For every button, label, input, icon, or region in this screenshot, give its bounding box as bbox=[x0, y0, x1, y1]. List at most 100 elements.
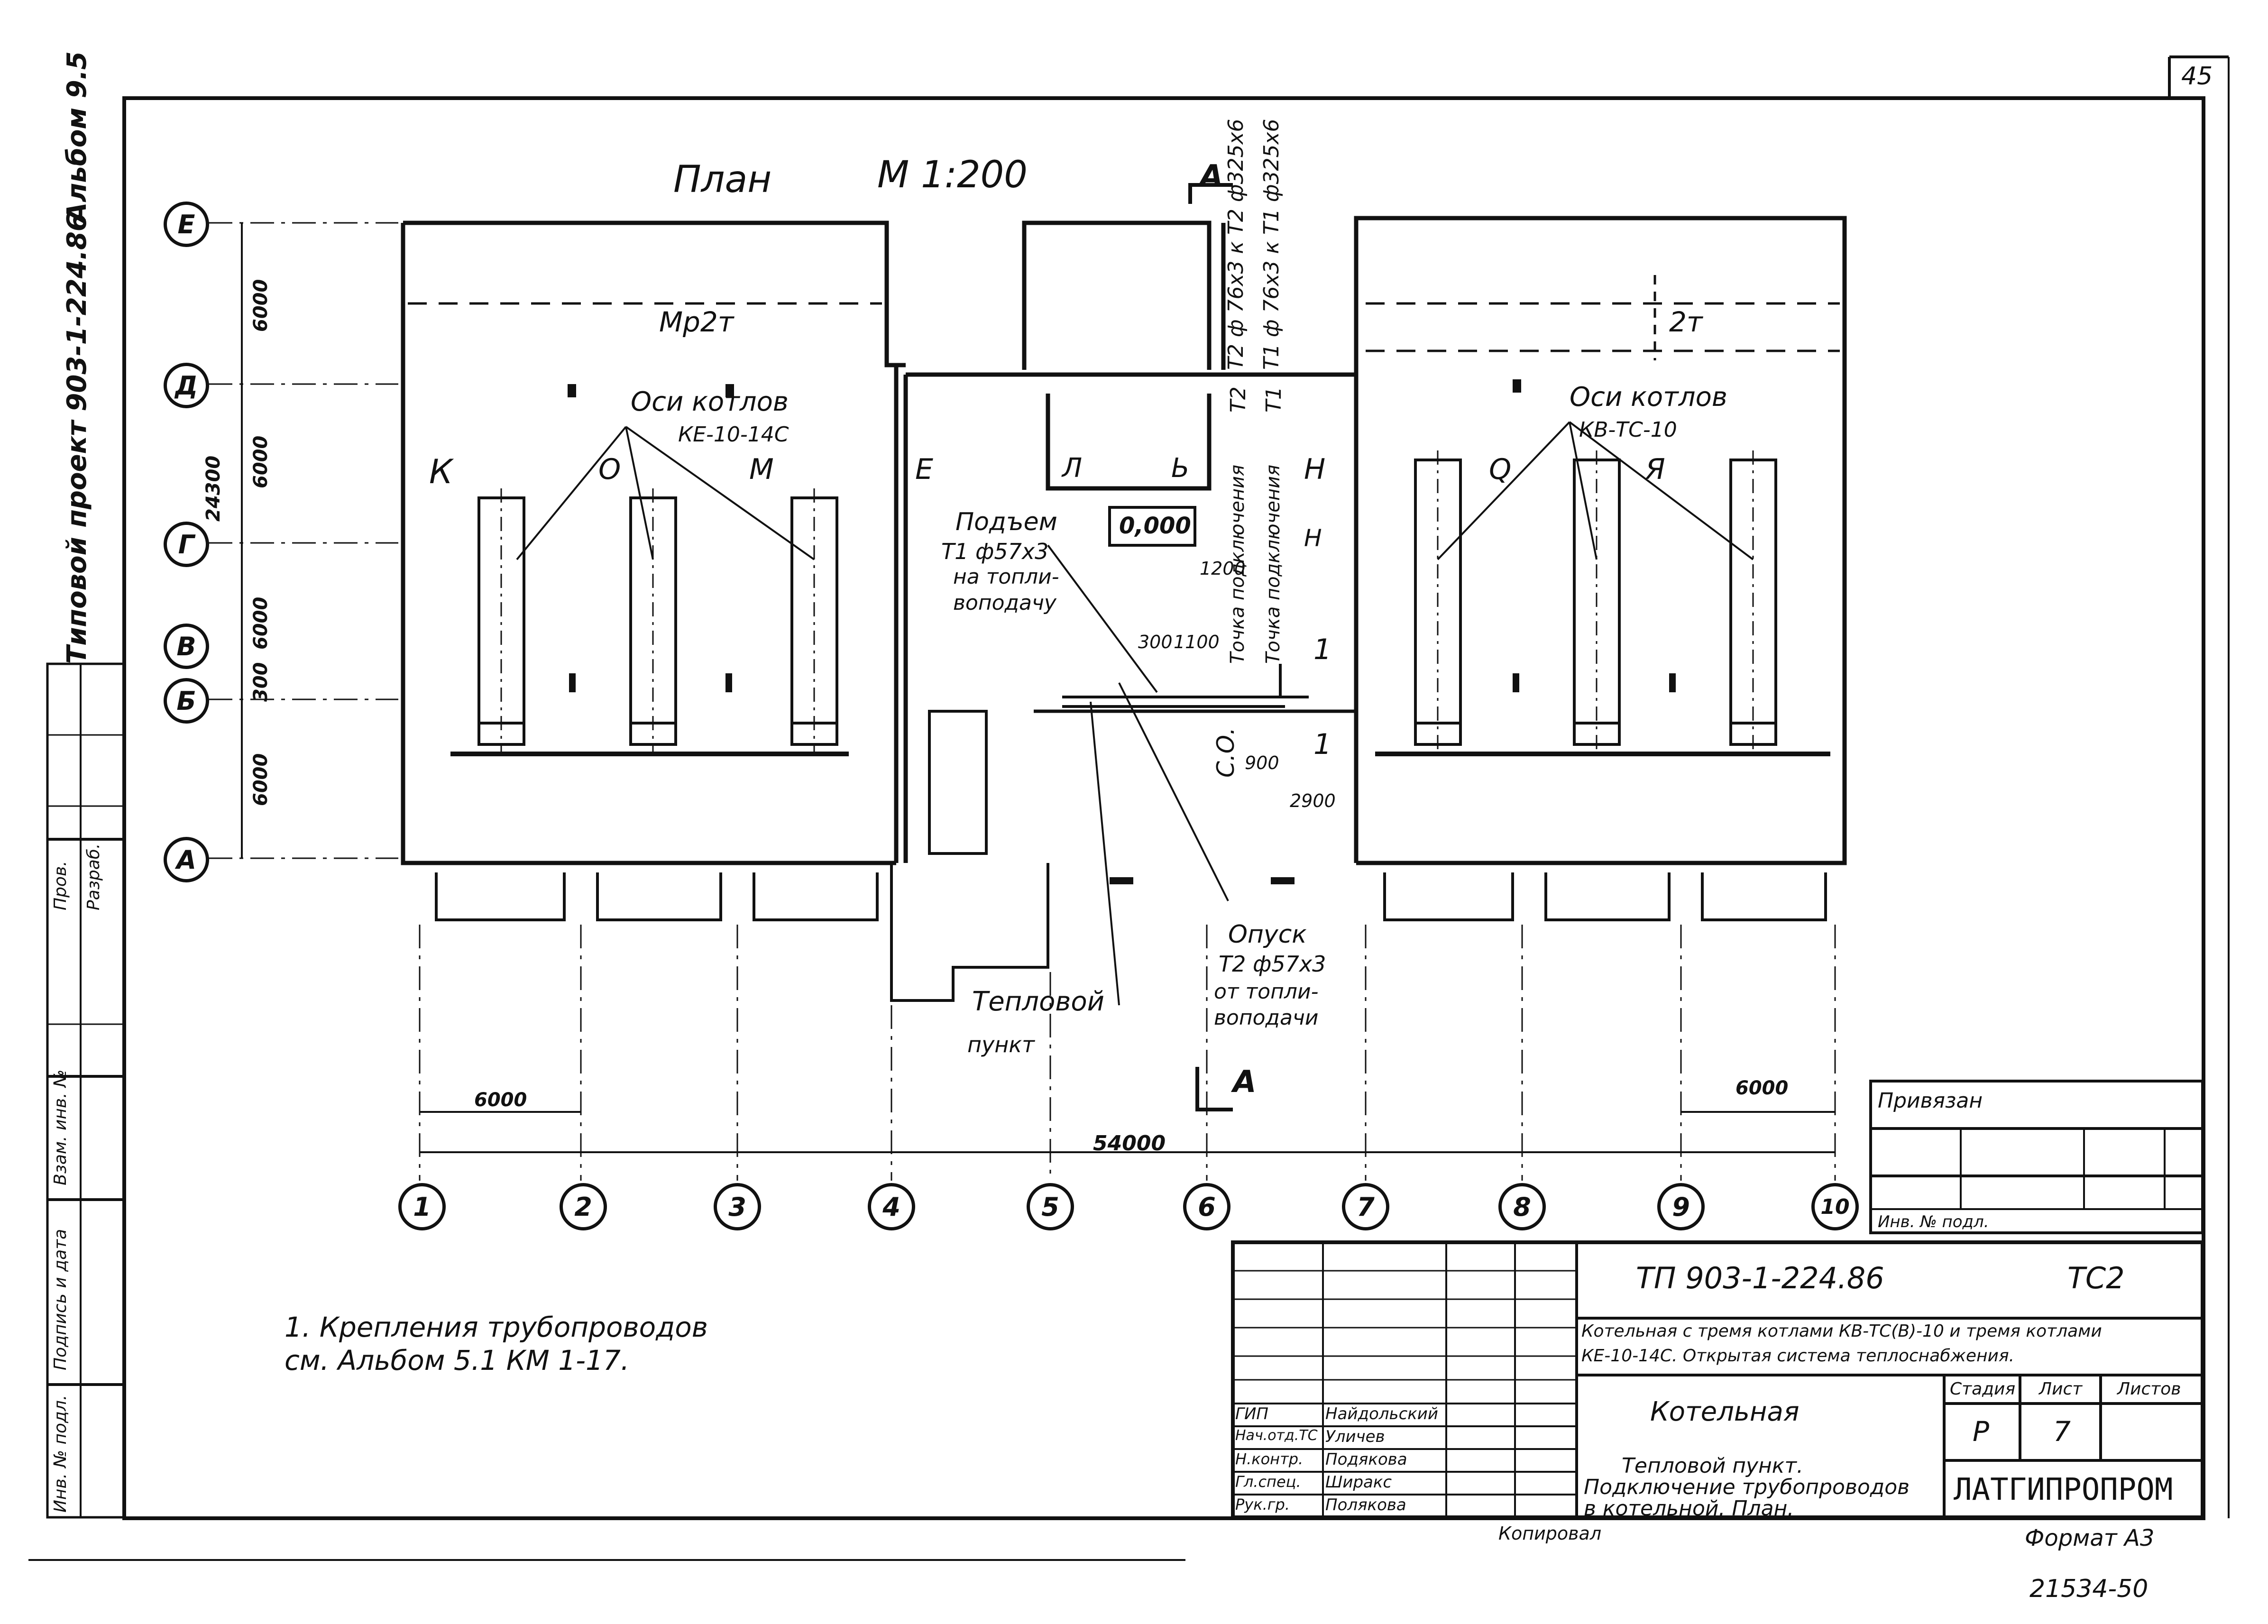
row-axis-lines bbox=[209, 222, 398, 859]
pipe-t2-label: Т2 bbox=[1226, 386, 1250, 413]
descent-l2: Т2 ф57х3 bbox=[1219, 951, 1326, 977]
section-mark-top: А bbox=[1200, 159, 1223, 194]
side-field-1: Разраб. bbox=[84, 843, 103, 910]
row-axis-e: Е bbox=[164, 202, 209, 247]
archive-number: 21534-50 bbox=[2029, 1575, 2149, 1603]
side-field-0: Пров. bbox=[51, 861, 70, 910]
dim-1100: 1100 bbox=[1174, 632, 1220, 652]
format-label: Формат А3 bbox=[2025, 1525, 2155, 1551]
staff-name-2: Подякова bbox=[1325, 1450, 1407, 1469]
sheet-title-l1: Тепловой пункт. bbox=[1622, 1454, 1803, 1478]
drawing-code: ТП 903-1-224.86 bbox=[1636, 1261, 1884, 1295]
room-crane-right: 2т bbox=[1669, 306, 1703, 338]
boiler-axes-left-line2: КЕ-10-14С bbox=[678, 422, 789, 447]
row-axis-b: Б bbox=[164, 678, 209, 724]
dim-left-total: 24300 bbox=[202, 455, 224, 522]
room-n: Н bbox=[1304, 453, 1326, 486]
side-sign-date: Подпись и дата bbox=[51, 1229, 70, 1370]
sheet-frame bbox=[122, 96, 2205, 1520]
row-axis-v: В bbox=[164, 624, 209, 669]
side-stamp bbox=[46, 662, 126, 1519]
right-boilers bbox=[1414, 450, 1777, 754]
mark-one-b: 1 bbox=[1313, 728, 1332, 761]
room-e: Е bbox=[915, 453, 933, 486]
row-axis-a: А bbox=[164, 837, 209, 882]
left-boilers bbox=[477, 488, 838, 754]
col-axis-8: 8 bbox=[1498, 1183, 1546, 1230]
central-bay bbox=[903, 220, 1359, 863]
staff-role-0: ГИП bbox=[1235, 1404, 1268, 1423]
connection-point-right: Точка подключения bbox=[1262, 464, 1284, 664]
sheet-title-l2: Подключение трубопроводов bbox=[1584, 1475, 1910, 1499]
note-line-2: см. Альбом 5.1 КМ 1-17. bbox=[285, 1344, 630, 1376]
pipes bbox=[1062, 664, 1309, 708]
room-k: К bbox=[429, 452, 453, 491]
descent-l3: от топли- bbox=[1214, 980, 1319, 1004]
section-marks bbox=[1188, 183, 1233, 1111]
col-axis-lines bbox=[419, 925, 1836, 1181]
col-axis-6: 6 bbox=[1183, 1183, 1230, 1230]
staff-role-3: Гл.спец. bbox=[1235, 1473, 1301, 1491]
room-co: С.О. bbox=[1212, 727, 1240, 778]
col-axis-2: 2 bbox=[560, 1183, 607, 1230]
room-q: Q bbox=[1489, 453, 1512, 486]
room-b: Ь bbox=[1171, 453, 1190, 484]
dim-6000-bottom-left: 6000 bbox=[474, 1089, 527, 1111]
front-bays bbox=[435, 863, 1827, 1002]
dim-left-6000c: 6000 bbox=[250, 596, 272, 650]
sheet-title-l3: в котельной. План. bbox=[1584, 1496, 1794, 1521]
sheets-label: Листов bbox=[2117, 1379, 2181, 1399]
sheet-number: 7 bbox=[2053, 1415, 2071, 1448]
row-axis-g: Г bbox=[164, 522, 209, 567]
boiler-axes-left-line1: Оси котлов bbox=[631, 386, 789, 417]
row-axis-d: Д bbox=[164, 363, 209, 408]
room-pi: Н bbox=[1304, 524, 1322, 552]
pipe-t1-vertical: Т1 ф 76х3 к Т1 ф325х6 bbox=[1259, 119, 1284, 370]
col-axis-5: 5 bbox=[1027, 1183, 1074, 1230]
riser-l1: Подъем bbox=[955, 508, 1057, 536]
staff-role-1: Нач.отд.ТС bbox=[1235, 1427, 1318, 1444]
riser-l3: на топли- bbox=[953, 565, 1059, 589]
dim-300: 300 bbox=[1138, 632, 1173, 652]
drawing-mark: ТС2 bbox=[2067, 1261, 2125, 1295]
right-hall bbox=[1354, 216, 1847, 865]
elevation-mark: 0,000 bbox=[1119, 513, 1191, 539]
stage-value: Р bbox=[1973, 1415, 1989, 1448]
sheet-label: Лист bbox=[2039, 1379, 2083, 1399]
room-l: Л bbox=[1062, 453, 1083, 484]
company-name: ЛАТГИПРОПРОМ bbox=[1954, 1472, 2173, 1507]
staff-name-1: Уличев bbox=[1325, 1427, 1385, 1446]
col-axis-1: 1 bbox=[398, 1183, 446, 1230]
elevation-box bbox=[1108, 506, 1196, 547]
staff-name-0: Найдольский bbox=[1325, 1404, 1438, 1423]
descent-l1: Опуск bbox=[1228, 920, 1307, 949]
description-line-1: Котельная с тремя котлами КВ-ТС(В)-10 и … bbox=[1581, 1321, 2102, 1341]
stage-label: Стадия bbox=[1950, 1379, 2016, 1399]
pipe-t1-label: Т1 bbox=[1262, 386, 1286, 413]
bound-label: Привязан bbox=[1878, 1089, 1983, 1113]
col-axis-3: 3 bbox=[714, 1183, 761, 1230]
boiler-axes-right-line2: КВ-ТС-10 bbox=[1579, 418, 1677, 442]
title-block bbox=[1231, 1080, 2204, 1519]
dim-900: 900 bbox=[1245, 752, 1279, 773]
plan-scale: М 1:200 bbox=[877, 154, 1028, 196]
dim-6000-bottom-right: 6000 bbox=[1735, 1077, 1789, 1099]
room-m: М bbox=[749, 453, 774, 486]
section-mark-bottom: А bbox=[1233, 1064, 1257, 1100]
note-line-1: 1. Крепления трубопроводов bbox=[285, 1311, 708, 1343]
riser-l2: Т1 ф57х3 bbox=[941, 539, 1049, 564]
col-axis-9: 9 bbox=[1657, 1183, 1705, 1230]
left-hall bbox=[401, 220, 906, 865]
album-label: Альбом 9.5 bbox=[62, 51, 92, 223]
mark-one-a: 1 bbox=[1313, 633, 1332, 666]
columns bbox=[568, 379, 1676, 884]
heat-point-l1: Тепловой bbox=[972, 986, 1104, 1017]
dim-1200: 1200 bbox=[1200, 558, 1246, 579]
staff-role-2: Н.контр. bbox=[1235, 1450, 1304, 1468]
dim-2900: 2900 bbox=[1290, 790, 1336, 811]
heat-point-l2: пункт bbox=[967, 1032, 1035, 1057]
dim-left-300: 300 bbox=[250, 662, 272, 702]
descent-l4: воподачи bbox=[1214, 1006, 1319, 1030]
staff-name-4: Полякова bbox=[1325, 1496, 1406, 1514]
